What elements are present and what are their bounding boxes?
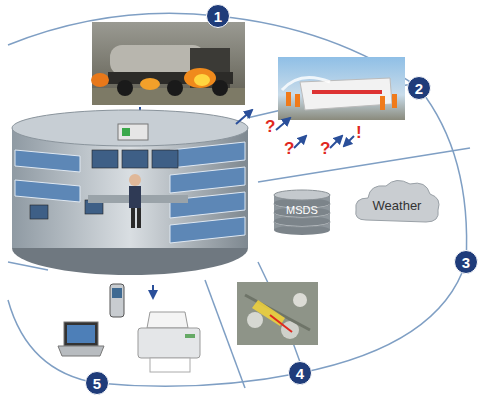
- callout-number: 3: [454, 250, 478, 274]
- callout-number: 1: [206, 4, 230, 28]
- firefighting-photo: [278, 57, 405, 120]
- node-label: MSDS: [286, 204, 318, 216]
- printer: [138, 312, 200, 372]
- cycle-loop: [8, 13, 470, 388]
- laptop: [58, 322, 104, 356]
- control-center: [12, 110, 248, 275]
- truck-fire-photo: [91, 22, 245, 105]
- alert-mark: ?: [284, 140, 294, 157]
- alert-mark: ?: [265, 118, 275, 135]
- alert-mark: !: [356, 124, 362, 141]
- map-photo: [237, 282, 318, 345]
- alert-mark: ?: [320, 140, 330, 157]
- callout-number: 4: [288, 361, 312, 385]
- mobile-phone: [110, 284, 124, 317]
- node-label: Weather: [373, 198, 422, 213]
- callout-number: 2: [407, 76, 431, 100]
- database-node: MSDS: [272, 186, 332, 238]
- cloud-node: Weather: [352, 176, 442, 230]
- callout-number: 5: [85, 371, 109, 395]
